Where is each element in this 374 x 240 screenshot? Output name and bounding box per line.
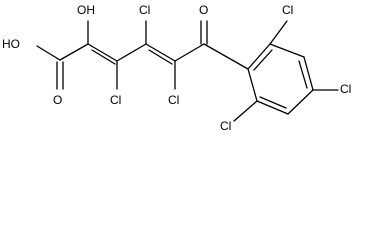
ring-bond-6	[247, 68, 258, 102]
ring-bond-5	[256, 100, 289, 115]
bond-c1-oh	[36, 45, 61, 61]
ring-bond-5-inner	[259, 96, 287, 109]
chain-chlorine-5-label: Cl	[168, 93, 179, 107]
ketone-oxygen-label: O	[199, 3, 208, 17]
ring-bond-3	[303, 56, 314, 91]
bond-ring-cl-6	[233, 100, 258, 122]
acid-carbonyl-oxygen-label: O	[53, 93, 62, 107]
bond-c5-c6	[174, 43, 205, 62]
ring-bond-2	[269, 43, 305, 58]
bond-c4-c5	[145, 43, 176, 62]
ring-chlorine-6-label: Cl	[220, 119, 231, 133]
enol-hydroxyl-label: OH	[77, 3, 95, 17]
chain-chlorine-4-label: Cl	[139, 3, 150, 17]
ring-bond-1	[247, 43, 271, 70]
bond-ring-cl-2	[269, 20, 288, 45]
chain-chlorine-3-label: Cl	[110, 93, 121, 107]
bond-c4-c5-inner	[148, 49, 173, 65]
ring-chlorine-4-label: Cl	[340, 82, 351, 96]
bond-c3-c4	[116, 43, 147, 62]
chemical-structure: HO O OH Cl Cl Cl O Cl Cl Cl	[2, 3, 351, 133]
bond-c6-ring	[203, 43, 249, 70]
bond-c2-c3	[87, 43, 118, 62]
acid-hydroxyl-label: HO	[2, 37, 20, 51]
ring-bond-4	[287, 89, 314, 115]
label-layer: HO O OH Cl Cl Cl O Cl Cl Cl	[2, 3, 351, 133]
bond-layer	[36, 20, 339, 122]
ring-bond-1-inner	[253, 49, 273, 71]
bond-c1-c2	[59, 43, 89, 61]
ring-bond-3-inner	[298, 60, 308, 89]
bond-c2-c3-inner	[91, 49, 116, 65]
ring-chlorine-2-label: Cl	[282, 3, 293, 17]
